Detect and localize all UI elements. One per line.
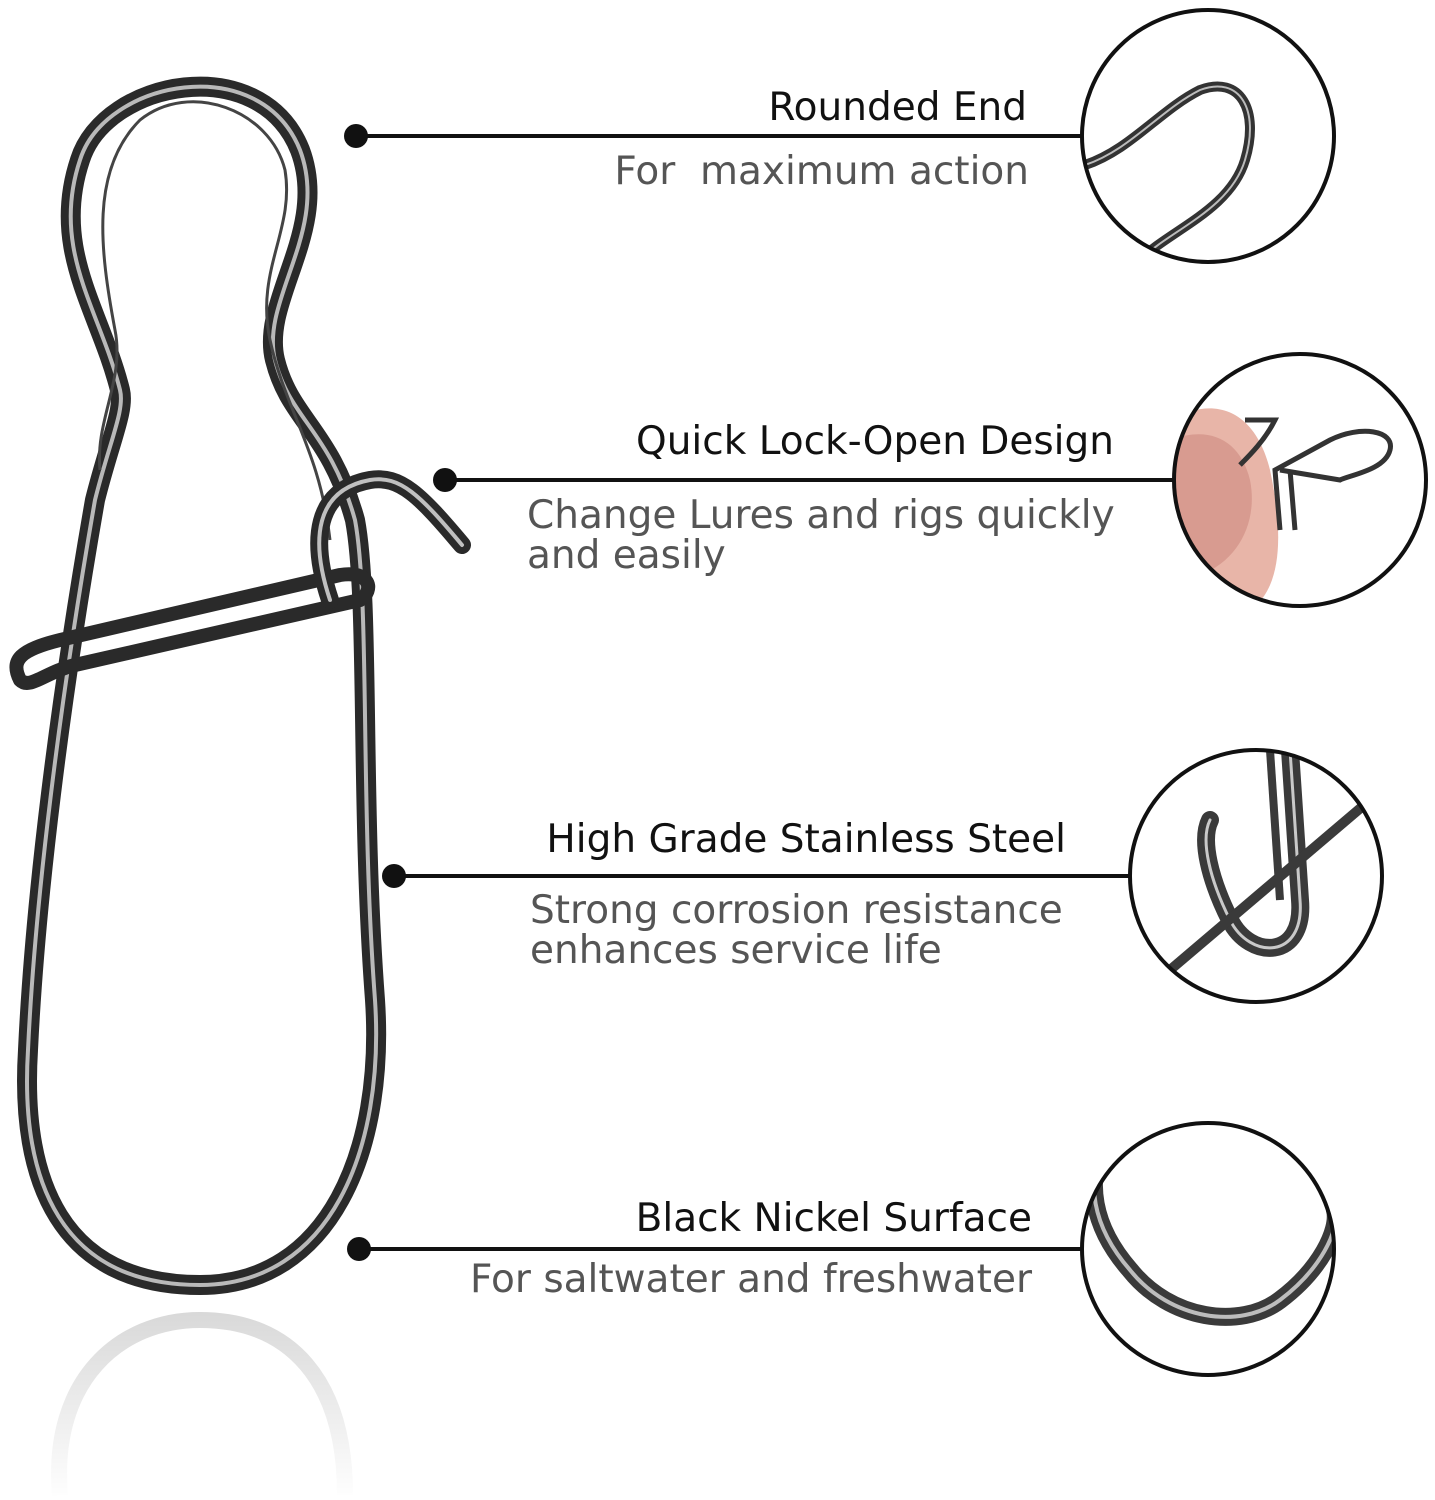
feature-title-quick-lock: Quick Lock-Open Design (636, 419, 1114, 464)
feature-title-stainless-steel: High Grade Stainless Steel (546, 817, 1066, 862)
callout-line-4 (347, 1237, 1082, 1261)
hand-opening-snap-closeup-icon (1172, 352, 1428, 608)
callout-line-1 (344, 124, 1082, 148)
bent-wire-closeup-icon (1080, 1121, 1336, 1377)
feature-title-rounded-end: Rounded End (768, 85, 1027, 130)
rounded-end-closeup-icon (1080, 8, 1336, 264)
feature-desc-stainless-steel: Strong corrosion resistance enhances ser… (530, 888, 1063, 973)
wire-hook-closeup-icon (1128, 748, 1384, 1004)
feature-title-black-nickel: Black Nickel Surface (635, 1196, 1032, 1241)
callout-line-3 (382, 864, 1130, 888)
feature-desc-rounded-end: For maximum action (614, 149, 1029, 194)
feature-desc-black-nickel: For saltwater and freshwater (469, 1257, 1032, 1302)
feature-desc-quick-lock: Change Lures and rigs quickly and easily (527, 493, 1115, 578)
callout-line-2 (433, 468, 1178, 492)
